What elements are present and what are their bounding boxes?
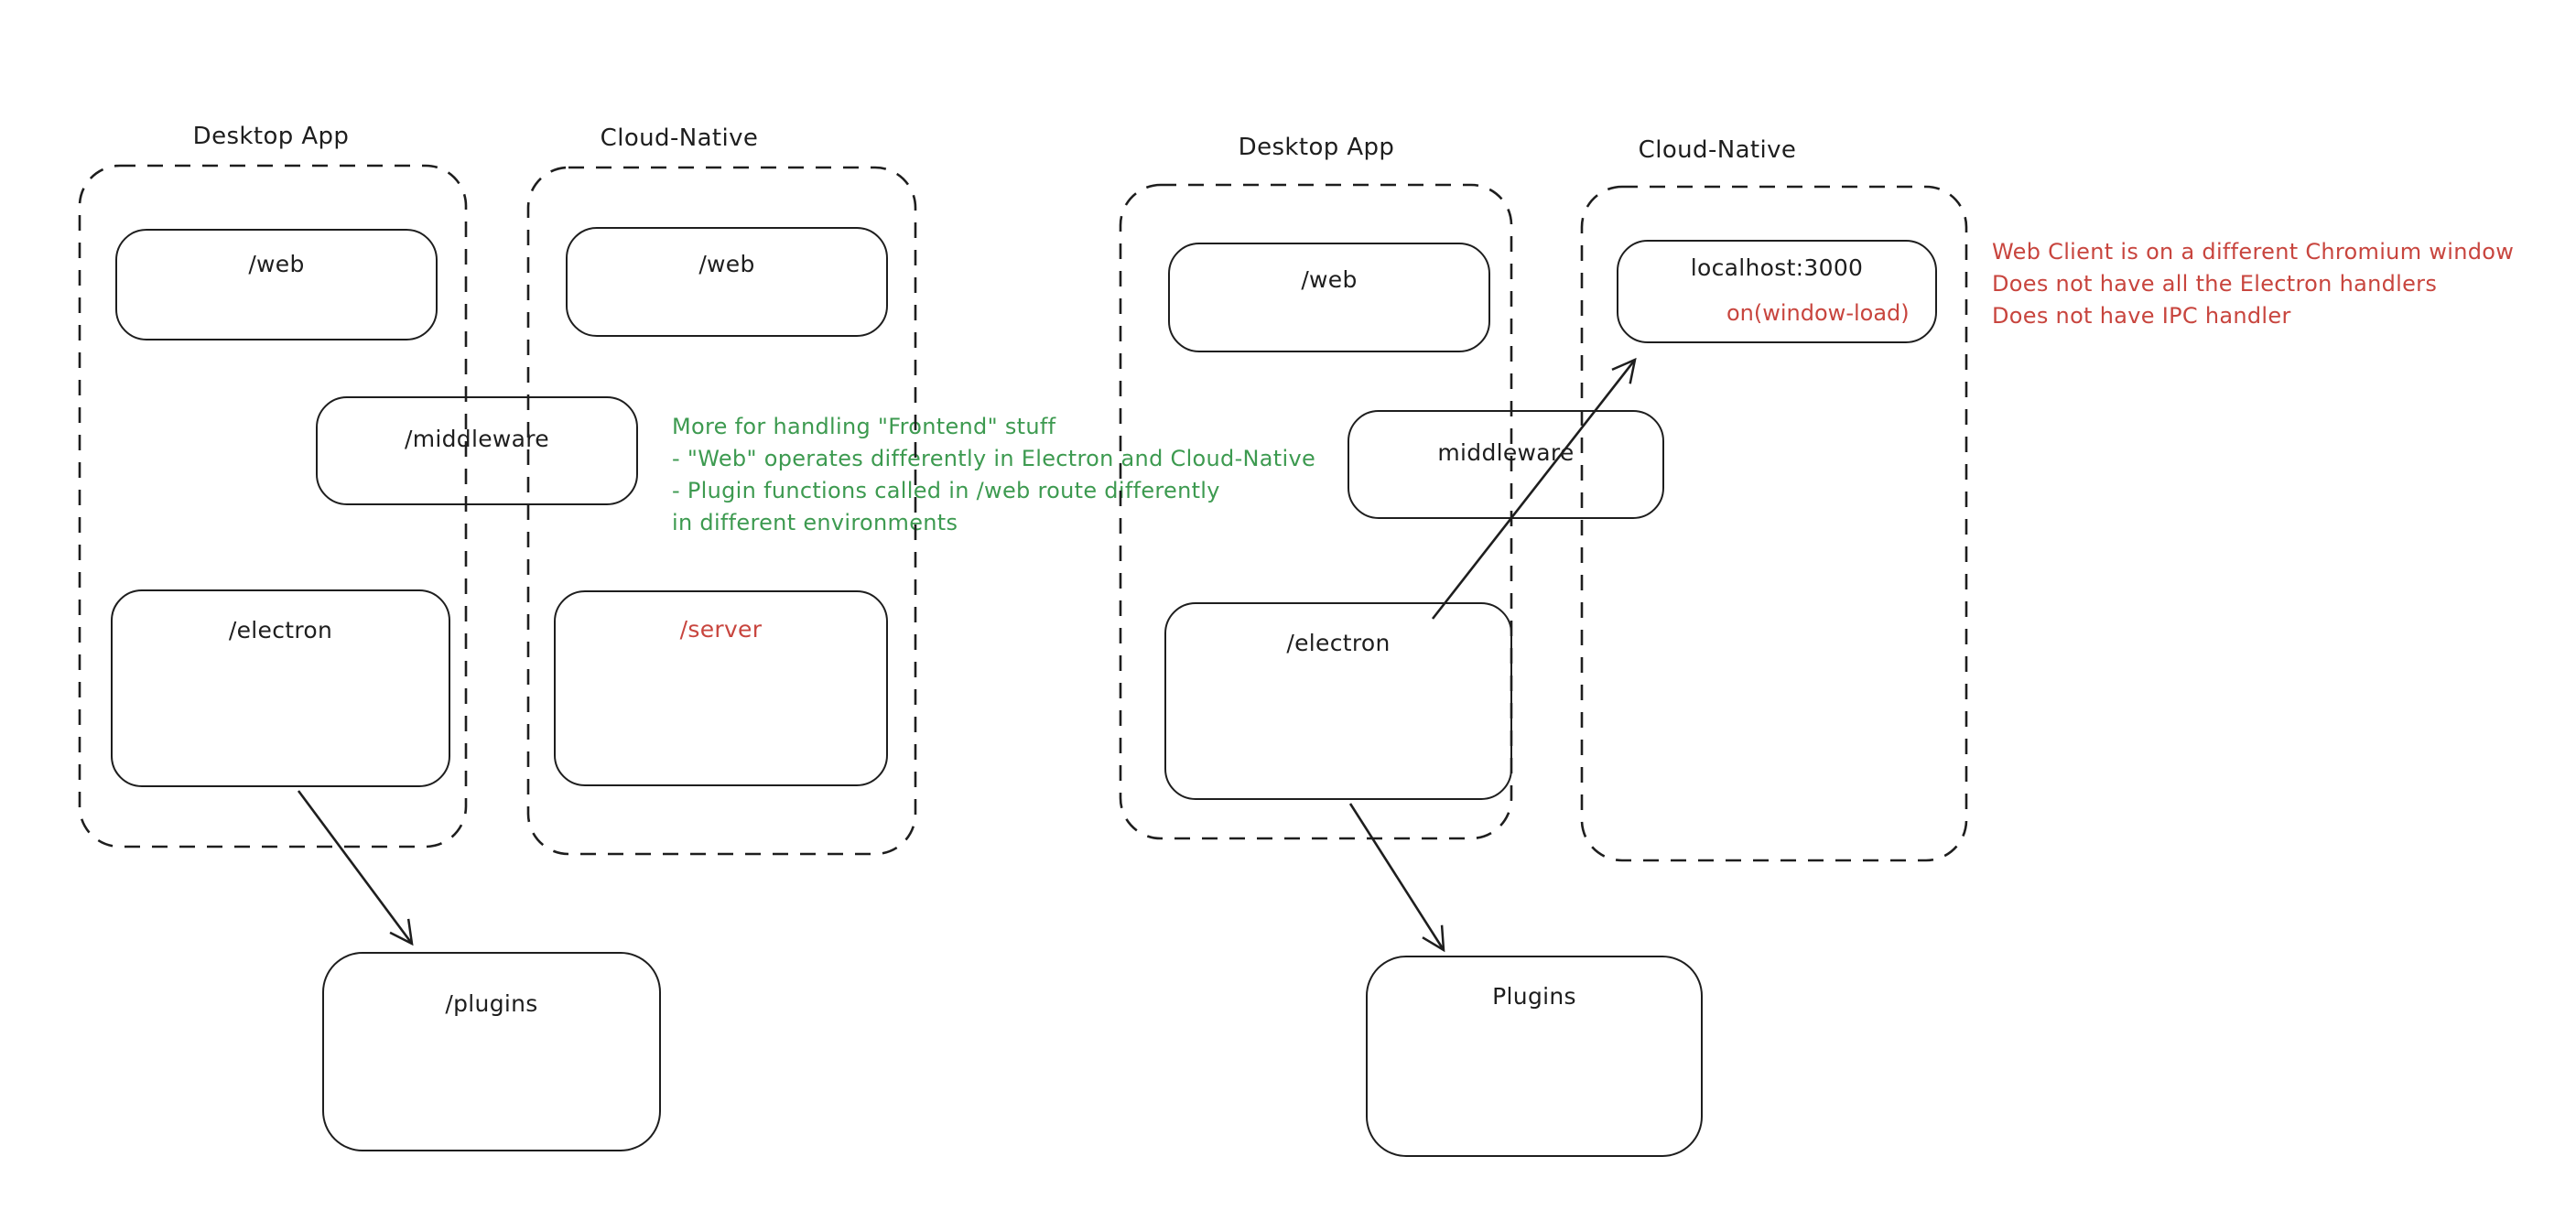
right-middleware-label: middleware [1437,439,1575,466]
left-middleware-label: /middleware [405,426,549,452]
window-load-label: on(window-load) [1726,300,1910,326]
left-electron-box: /electron [111,589,450,787]
left-plugins-box: /plugins [322,952,661,1151]
left-server-box: /server [554,590,888,786]
right-desktop-app-title: Desktop App [1238,134,1395,161]
left-middleware-box: /middleware [316,396,638,505]
right-middleware-box: middleware [1348,410,1664,519]
red-annotation-line: Web Client is on a different Chromium wi… [1992,239,2515,265]
red-annotation: Web Client is on a different Chromium wi… [1992,236,2514,332]
left-cloud-web-label: /web [698,251,755,277]
green-annotation-line: in different environments [672,510,958,535]
green-annotation-line: More for handling "Frontend" stuff [672,414,1056,439]
left-desktop-app-title: Desktop App [192,123,350,150]
left-desktop-web-box: /web [115,229,438,340]
left-server-label: /server [679,616,763,643]
red-annotation-line: Does not have IPC handler [1992,303,2291,329]
left-cloud-native-title: Cloud-Native [600,124,759,152]
green-annotation: More for handling "Frontend" stuff - "We… [672,411,1315,539]
localhost-box: localhost:3000 on(window-load) [1617,240,1937,343]
left-electron-to-plugins-arrow [297,790,414,946]
right-plugins-label: Plugins [1492,983,1576,1010]
right-cloud-native-title: Cloud-Native [1638,136,1797,164]
right-electron-to-plugins-arrow [1348,803,1445,953]
green-annotation-line: - "Web" operates differently in Electron… [672,446,1316,471]
left-electron-label: /electron [228,617,333,643]
left-cloud-web-box: /web [566,227,888,337]
right-desktop-web-label: /web [1301,266,1358,293]
right-plugins-box: Plugins [1366,956,1703,1157]
right-desktop-web-box: /web [1168,243,1490,352]
green-annotation-line: - Plugin functions called in /web route … [672,478,1220,503]
right-electron-label: /electron [1286,630,1391,656]
red-annotation-line: Does not have all the Electron handlers [1992,271,2438,297]
localhost-label: localhost:3000 [1690,254,1864,281]
left-desktop-web-label: /web [248,251,305,277]
left-plugins-label: /plugins [445,990,538,1017]
right-electron-box: /electron [1164,602,1512,800]
